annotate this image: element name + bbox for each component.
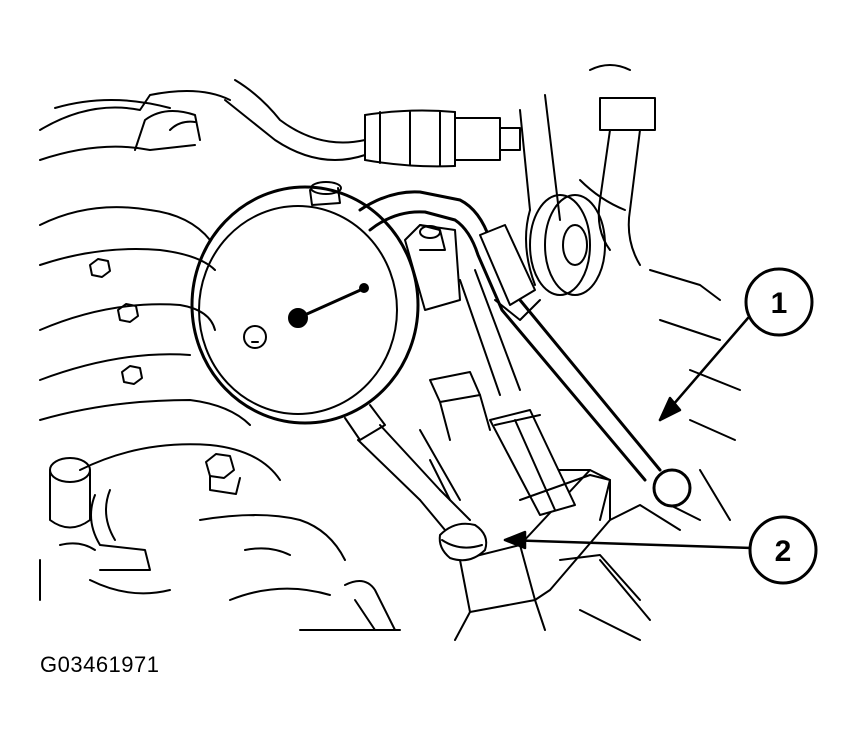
bolt-heads	[89, 258, 241, 495]
figure-code: G03461971	[40, 652, 160, 677]
indicator-arm	[358, 190, 692, 508]
arm-ball-tip-icon	[652, 468, 692, 508]
callout-1: 1	[744, 267, 814, 337]
dial-indicator	[190, 181, 611, 562]
callout-2-label: 2	[775, 535, 792, 568]
engine-background	[39, 64, 741, 641]
arrowhead-2-icon	[503, 530, 527, 550]
callout-2: 2	[748, 515, 818, 585]
leader-line-2	[503, 538, 754, 550]
arrowhead-1-icon	[658, 396, 682, 422]
leader-lines	[503, 316, 754, 550]
callout-1-label: 1	[771, 287, 788, 320]
